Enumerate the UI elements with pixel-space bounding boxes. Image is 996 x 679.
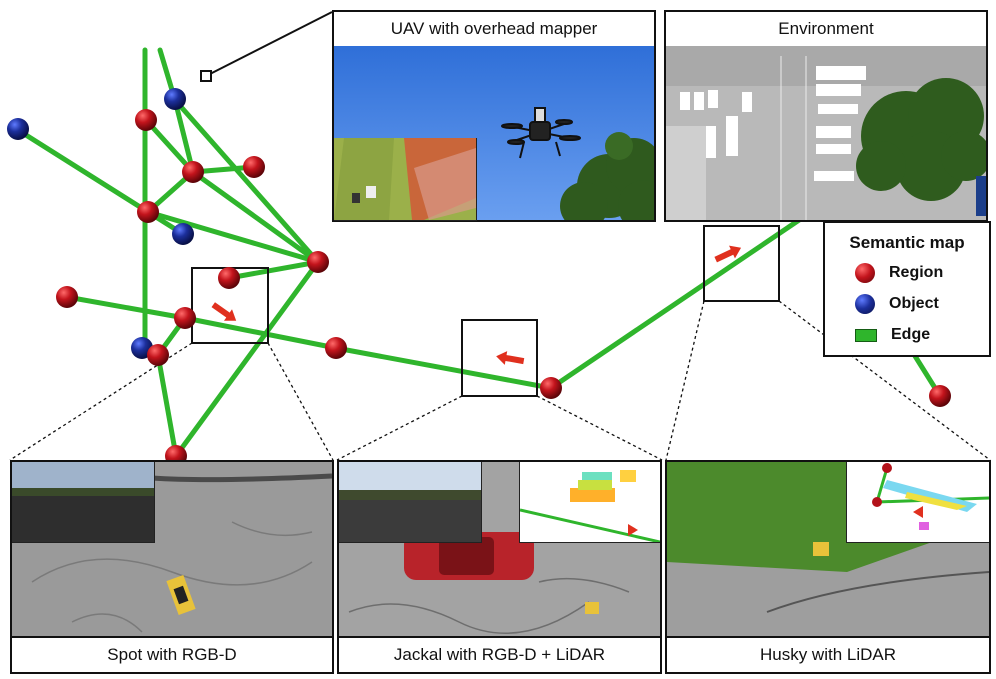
region-node	[325, 337, 347, 359]
husky-panel: Husky with LiDAR	[665, 460, 991, 674]
graph-edge	[190, 169, 321, 265]
husky-lidar-inset	[846, 462, 989, 543]
spot-camera-inset	[12, 462, 155, 543]
region-node	[135, 109, 157, 131]
region-node	[307, 251, 329, 273]
region-node	[540, 377, 562, 399]
object-node	[172, 223, 194, 245]
region-node	[137, 201, 159, 223]
graph-edge	[172, 97, 196, 175]
graph-edge	[226, 259, 321, 281]
jackal-camera-inset	[339, 462, 482, 543]
graph-edge	[15, 127, 151, 215]
drone-icon	[501, 107, 581, 159]
uav-panel: UAV with overhead mapper	[332, 10, 656, 222]
legend-label-region: Region	[889, 264, 944, 281]
environment-panel: Environment	[664, 10, 988, 222]
spot-panel-title: Spot with RGB-D	[12, 636, 332, 672]
region-node	[174, 307, 196, 329]
graph-edge	[182, 315, 339, 351]
graph-edge	[145, 209, 321, 265]
spot-arrow-icon	[211, 302, 237, 321]
husky-panel-title: Husky with LiDAR	[667, 636, 989, 672]
region-node	[182, 161, 204, 183]
legend-item-edge: Edge	[855, 324, 930, 346]
spot-panel: Spot with RGB-D	[10, 460, 334, 674]
jackal-panel: Jackal with RGB-D + LiDAR	[337, 460, 662, 674]
red-sphere-icon	[855, 263, 875, 283]
semantic-map-legend: Semantic map Region Object Edge	[823, 221, 991, 357]
region-node	[243, 156, 265, 178]
jackal-lidar-inset	[519, 462, 660, 543]
jackal-panel-title: Jackal with RGB-D + LiDAR	[339, 636, 660, 672]
blue-sphere-icon	[855, 294, 875, 314]
graph-edge	[172, 97, 321, 265]
legend-label-edge: Edge	[891, 326, 931, 343]
uav-position-marker	[200, 70, 212, 82]
environment-aerial-photo	[666, 46, 986, 220]
jackal-highlight-box	[461, 319, 538, 397]
husky-highlight-box	[703, 225, 780, 302]
jackal-arrow-icon	[496, 351, 525, 365]
legend-item-region: Region	[855, 262, 943, 284]
graph-edge	[143, 117, 196, 175]
region-node	[218, 267, 240, 289]
uav-panel-title: UAV with overhead mapper	[334, 12, 654, 48]
legend-title: Semantic map	[849, 233, 965, 252]
robot-arrows	[211, 245, 742, 365]
region-node	[929, 385, 951, 407]
legend-item-object: Object	[855, 293, 939, 315]
object-node	[7, 118, 29, 140]
graph-edge	[548, 211, 811, 391]
spot-ground-photo	[12, 462, 332, 638]
robot-highlight-boxes	[191, 225, 780, 397]
graph-edge	[173, 259, 321, 459]
green-bar-icon	[855, 328, 877, 342]
jackal-robot-icon	[585, 602, 599, 614]
object-node	[164, 88, 186, 110]
spot-robot-icon	[166, 575, 196, 615]
graph-edge	[64, 294, 188, 321]
husky-arrow-icon	[714, 245, 742, 263]
red-car-icon	[404, 532, 534, 580]
uav-camera-inset	[334, 138, 477, 221]
region-node	[147, 344, 169, 366]
husky-robot-icon	[813, 542, 829, 556]
graph-edge	[333, 345, 554, 391]
graph-edge	[155, 352, 179, 459]
region-node	[56, 286, 78, 308]
legend-label-object: Object	[889, 295, 939, 312]
environment-panel-title: Environment	[666, 12, 986, 48]
